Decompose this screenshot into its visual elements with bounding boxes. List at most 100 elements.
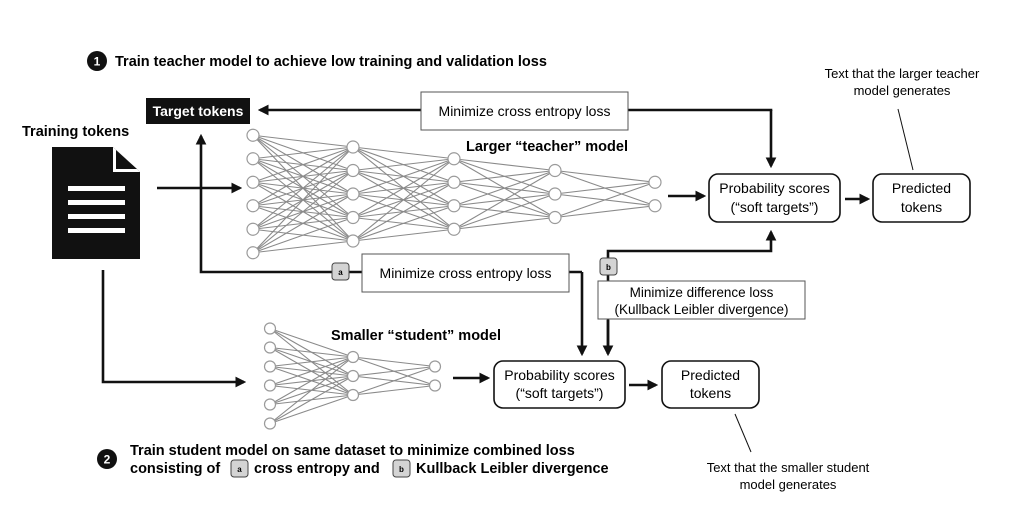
svg-text:a: a [237,465,242,474]
teacher-node-layer-3 [447,152,461,166]
teacher-node-layer-2 [346,140,360,154]
student-edge [269,346,354,358]
step-2-heading: 2 Train student model on same dataset to… [97,443,609,478]
teacher-edge [252,240,354,254]
loss-a-text: Minimize cross entropy loss [380,265,552,281]
step-2-badge-b [392,459,411,478]
teacher-node-layer-1 [246,175,260,189]
teacher-edge [252,146,354,183]
teacher-edge [352,181,455,242]
training-tokens-label: Training tokens [22,124,129,140]
teacher-edge [252,216,354,254]
teacher-prob-box: Probability scores (“soft targets”) [708,173,841,223]
step-2-line1: Train student model on same dataset to m… [130,443,575,459]
teacher-network [246,128,662,260]
teacher-edge [453,170,556,230]
student-edge [352,365,436,396]
teacher-node-layer-3 [447,199,461,213]
teacher-node-layer-5 [648,199,662,213]
student-loss-b: b Minimize difference loss (Kullback Lei… [597,257,806,320]
step-2-prefix: consisting of [130,461,220,477]
student-edge [269,394,354,425]
student-predicted-box: Predicted tokens [661,360,760,409]
student-node-layer-1 [263,360,277,373]
student-edge [352,384,436,396]
student-node-layer-2 [346,388,360,402]
teacher-annotation-leader [897,108,914,171]
svg-text:tokens: tokens [901,199,942,215]
svg-text:Probability scores: Probability scores [504,367,615,383]
teacher-node-layer-2 [346,187,360,201]
student-node-layer-2 [346,369,360,383]
svg-text:(“soft targets”): (“soft targets”) [731,199,819,215]
badge-b [599,257,618,276]
teacher-node-layer-2 [346,234,360,248]
teacher-node-layer-1 [246,222,260,236]
svg-text:model generates: model generates [740,477,837,492]
teacher-edge [352,158,455,242]
teacher-node-layer-2 [346,163,360,178]
student-edge [352,356,436,368]
document-icon [52,147,140,259]
teacher-edge [554,181,656,195]
student-edge [269,356,354,387]
teacher-edge [252,146,354,230]
step-2-mid: cross entropy and [254,461,380,477]
svg-text:tokens: tokens [690,385,731,401]
svg-text:Text that the larger teacher: Text that the larger teacher [825,66,980,81]
svg-text:Predicted: Predicted [681,367,740,383]
svg-text:b: b [606,263,611,272]
student-node-layer-1 [263,398,277,411]
teacher-edge [352,158,455,195]
teacher-edge [352,228,455,242]
teacher-edge [252,134,354,148]
student-node-layer-1 [263,322,277,335]
step-1-text: Train teacher model to achieve low train… [115,54,547,70]
teacher-node-layer-3 [447,222,461,236]
target-tokens-box: Target tokens [146,98,250,124]
student-edge [269,327,354,358]
teacher-edge [352,146,455,160]
teacher-node-layer-1 [246,199,260,213]
teacher-node-layer-3 [447,175,461,189]
teacher-loss-box: Minimize cross entropy loss [420,91,629,131]
student-node-layer-2 [346,350,360,364]
teacher-node-layer-2 [346,210,360,225]
teacher-edge [252,170,354,254]
arrow-tokens-to-student [101,270,247,388]
teacher-node-layer-4 [548,163,562,178]
loss-b-line2: (Kullback Leibler divergence) [614,302,788,317]
teacher-edge [252,146,354,254]
step-2-suffix: Kullback Leibler divergence [416,461,609,477]
teacher-edge [453,169,556,183]
step-1-number: 1 [94,55,101,69]
teacher-edge [252,146,354,160]
step-2-badge-a [230,459,249,478]
loss-b-line1: Minimize difference loss [630,285,774,300]
step-1-heading: 1 Train teacher model to achieve low tra… [87,51,547,71]
step-2-number: 2 [104,453,111,467]
student-node-layer-1 [263,417,277,430]
student-prob-box: Probability scores (“soft targets”) [493,360,626,409]
teacher-node-layer-1 [246,152,260,166]
teacher-loss-text: Minimize cross entropy loss [439,103,611,119]
student-edge [269,356,354,424]
student-node-layer-1 [263,341,277,354]
teacher-edge [352,158,455,218]
student-model-label: Smaller “student” model [331,328,501,344]
student-annotation: Text that the smaller student model gene… [707,413,870,492]
student-edge [269,375,354,424]
teacher-node-layer-4 [548,210,562,225]
student-node-layer-1 [263,379,277,392]
target-tokens-label: Target tokens [153,103,244,119]
badge-a [331,262,350,281]
student-edge [269,356,354,405]
teacher-edge [554,181,656,219]
student-network [263,322,442,430]
step-1-number-badge [87,51,107,71]
teacher-node-layer-1 [246,246,260,260]
svg-text:b: b [399,465,404,474]
teacher-edge [352,158,455,172]
teacher-edge [453,193,556,230]
